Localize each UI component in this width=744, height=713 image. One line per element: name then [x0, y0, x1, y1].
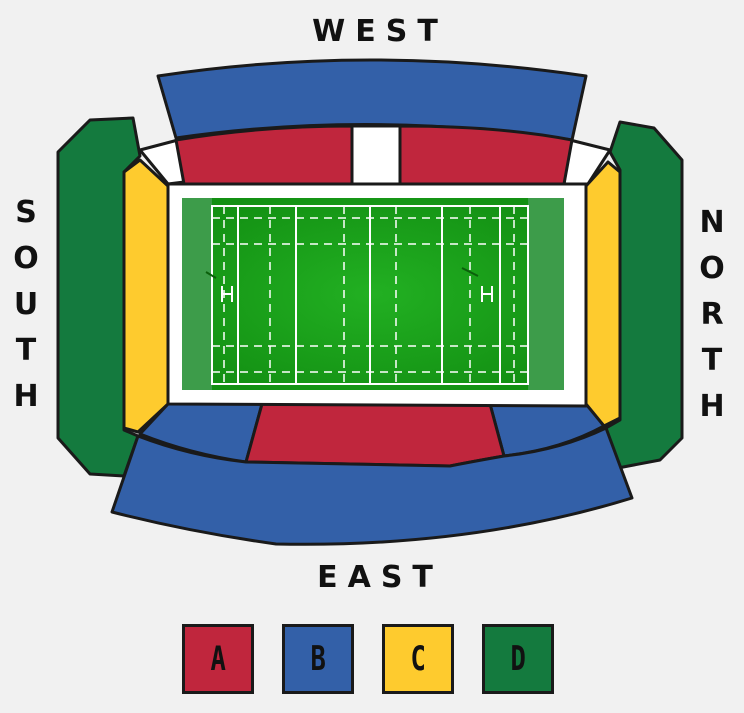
west-lower-section-a-right[interactable]	[398, 124, 574, 186]
goal-posts	[205, 267, 493, 302]
legend-letter: C	[410, 639, 426, 679]
north-letter: H	[699, 389, 725, 424]
legend-item-b[interactable]: B	[282, 624, 354, 694]
south-letter: H	[13, 379, 39, 414]
north-letter: O	[699, 251, 725, 286]
pitch-markings	[211, 205, 529, 385]
east-stand-label: EAST	[317, 560, 443, 595]
south-letter: O	[13, 241, 39, 276]
north-stand-section-c[interactable]	[584, 160, 622, 428]
west-lower-section-a-left[interactable]	[174, 124, 354, 186]
south-letter: U	[13, 287, 39, 322]
north-letter: R	[700, 297, 724, 332]
legend-item-a[interactable]: A	[182, 624, 254, 694]
west-stand-label: WEST	[312, 14, 448, 49]
legend-letter: B	[310, 639, 326, 679]
south-letter: S	[15, 195, 37, 230]
in-goal-north	[528, 198, 564, 390]
north-letter: N	[699, 205, 725, 240]
pitch	[182, 198, 564, 390]
legend-letter: D	[510, 639, 526, 679]
east-lower-section-a[interactable]	[244, 402, 506, 468]
in-goal-south	[182, 198, 212, 390]
legend-item-c[interactable]: C	[382, 624, 454, 694]
south-stand-label: S O U T H	[6, 190, 46, 420]
players-tunnel	[350, 124, 402, 186]
south-letter: T	[15, 333, 37, 368]
north-letter: T	[701, 343, 723, 378]
legend-letter: A	[210, 639, 226, 679]
south-stand-section-c[interactable]	[122, 158, 170, 434]
north-stand-label: N O R T H	[692, 200, 732, 430]
legend-item-d[interactable]: D	[482, 624, 554, 694]
east-upper-section-b[interactable]	[110, 426, 634, 546]
